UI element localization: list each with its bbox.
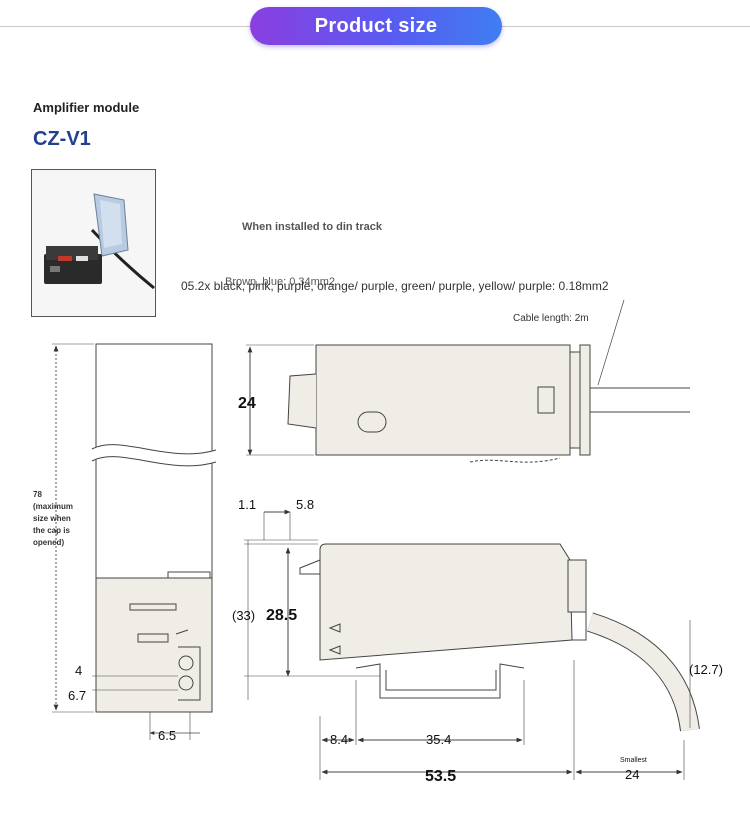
section-subtitle: Amplifier module <box>33 100 140 115</box>
dim-24-top: 24 <box>238 395 256 412</box>
dim-4: 4 <box>75 663 82 678</box>
height-note-line: size when <box>33 514 71 523</box>
wire-spec-other: 05.2x black, pink, purple, orange/ purpl… <box>181 279 609 293</box>
dim-28-5: 28.5 <box>266 607 297 624</box>
wire-spec-brown-blue: Brown, blue: 0.34mm2 <box>225 276 336 288</box>
dim-1-1: 1.1 <box>238 497 256 512</box>
model-name: CZ-V1 <box>33 128 91 150</box>
dim-53-5: 53.5 <box>425 768 456 785</box>
dim-8-4: 8.4 <box>330 732 348 747</box>
header-banner: Product size <box>250 7 502 45</box>
dim-12-7: (12.7) <box>689 662 723 677</box>
install-note: When installed to din track <box>242 221 382 233</box>
dim-6-5: 6.5 <box>158 728 176 743</box>
dim-5-8: 5.8 <box>296 497 314 512</box>
height-note: 78 (maximum size when the cap is opened) <box>33 489 73 549</box>
height-note-line: 78 <box>33 490 42 499</box>
front-view <box>244 509 700 780</box>
height-note-line: opened) <box>33 538 65 547</box>
dim-6-7: 6.7 <box>68 688 86 703</box>
height-note-line: (maximum <box>33 502 74 511</box>
side-view <box>52 343 218 740</box>
product-photo-image <box>32 170 155 316</box>
dim-24-bottom: 24 <box>625 767 639 782</box>
dim-smallest-label: Smallest <box>620 757 647 764</box>
dim-35-4: 35.4 <box>426 732 451 747</box>
product-photo <box>31 169 156 317</box>
dim-33: (33) <box>232 608 255 623</box>
header-title: Product size <box>314 14 438 37</box>
top-view <box>246 299 690 463</box>
cable-length-note: Cable length: 2m <box>513 313 589 324</box>
height-note-line: the cap is <box>33 526 70 535</box>
